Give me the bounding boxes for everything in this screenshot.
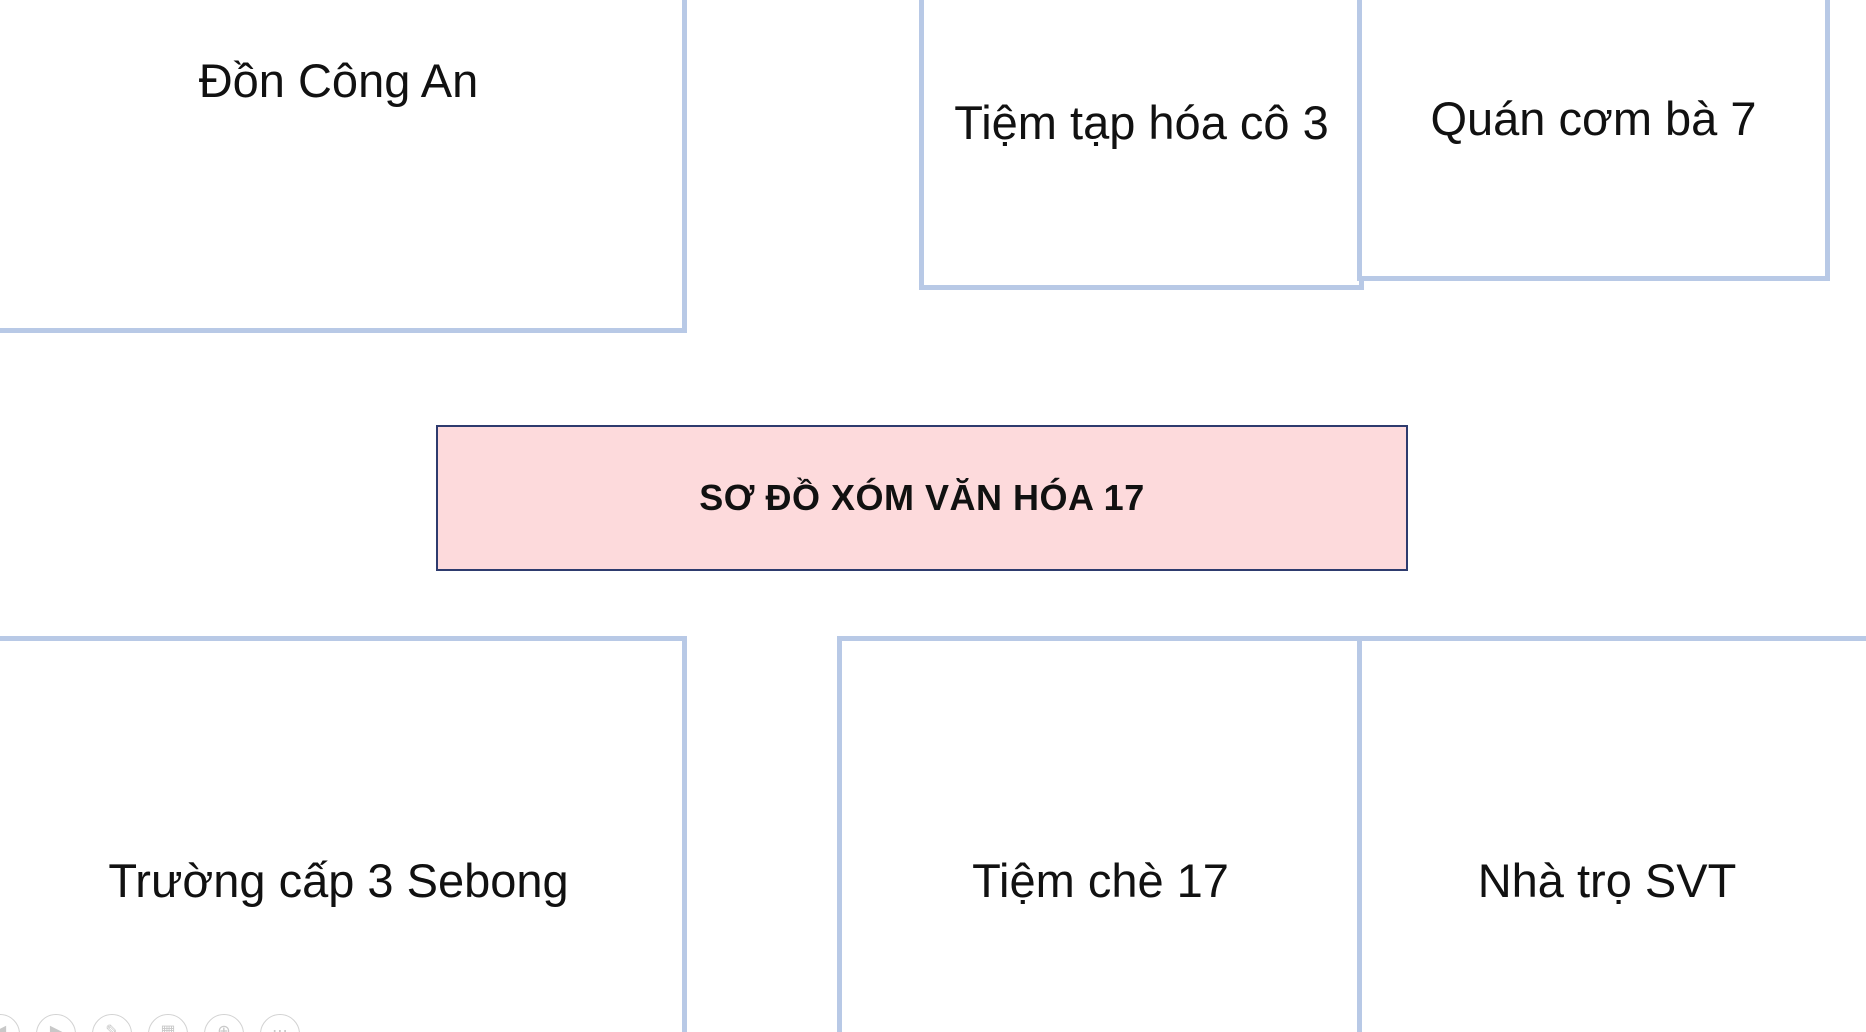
grocery-store-label: Tiệm tạp hóa cô 3 bbox=[954, 96, 1329, 149]
map-title: SƠ ĐỒ XÓM VĂN HÓA 17 bbox=[699, 477, 1145, 518]
lot-grocery-store: Tiệm tạp hóa cô 3 bbox=[919, 0, 1364, 290]
boarding-house-label: Nhà trọ SVT bbox=[1477, 854, 1737, 907]
police-station-label: Đồn Công An bbox=[198, 54, 479, 107]
lot-che-shop: Tiệm chè 17 bbox=[837, 636, 1364, 1032]
next-icon[interactable]: ▶ bbox=[36, 1014, 76, 1032]
lot-police-station: Đồn Công An bbox=[0, 0, 687, 333]
che-shop-label: Tiệm chè 17 bbox=[972, 854, 1229, 907]
zoom-icon[interactable]: ⊕ bbox=[204, 1014, 244, 1032]
lot-boarding-house: Nhà trọ SVT bbox=[1357, 636, 1866, 1032]
lot-rice-shop: Quán cơm bà 7 bbox=[1357, 0, 1830, 281]
pen-icon[interactable]: ✎ bbox=[92, 1014, 132, 1032]
map-title-box: SƠ ĐỒ XÓM VĂN HÓA 17 bbox=[436, 425, 1408, 571]
more-icon[interactable]: ⋯ bbox=[260, 1014, 300, 1032]
high-school-label: Trường cấp 3 Sebong bbox=[108, 854, 569, 907]
rice-shop-label: Quán cơm bà 7 bbox=[1430, 92, 1757, 145]
grid-icon[interactable]: ▦ bbox=[148, 1014, 188, 1032]
previous-icon[interactable]: ◀ bbox=[0, 1014, 20, 1032]
lot-high-school: Trường cấp 3 Sebong bbox=[0, 636, 687, 1032]
slideshow-toolbar: ◀ ▶ ✎ ▦ ⊕ ⋯ bbox=[0, 1014, 300, 1032]
